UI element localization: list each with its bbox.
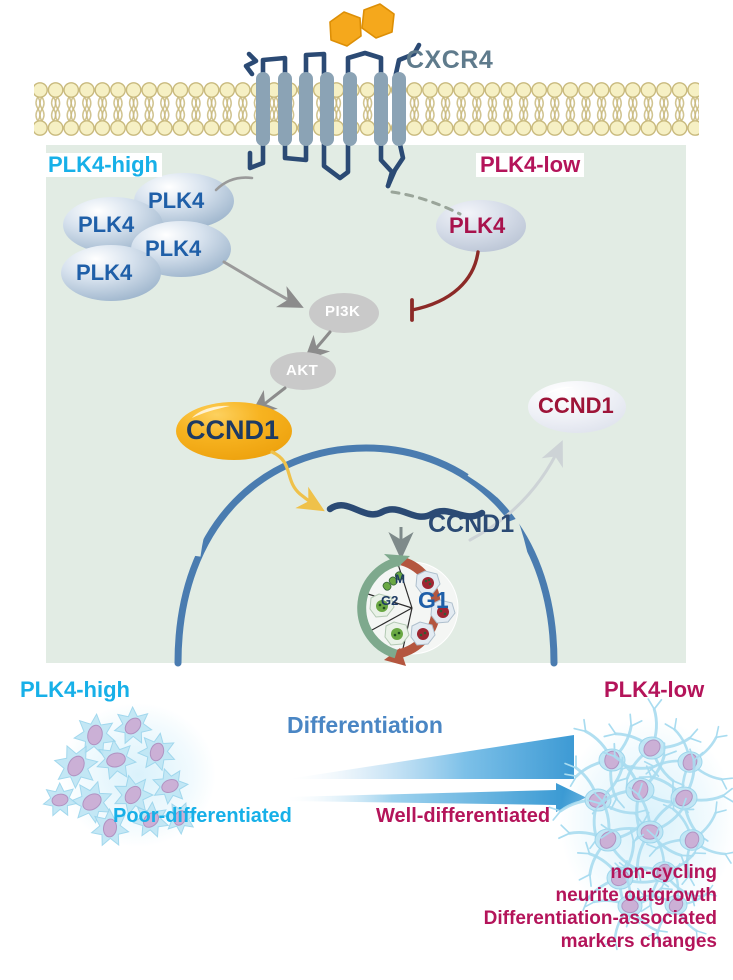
cellcycle-m-label: M — [395, 572, 405, 586]
plk4-low-label-bottom: PLK4-low — [604, 677, 705, 702]
plk4-low-oval-label: PLK4 — [449, 213, 506, 238]
cellcycle-g2-label: G2 — [381, 593, 399, 608]
receptor-to-plk4low-dashed — [390, 190, 462, 216]
cxcr4-label: CXCR4 — [406, 46, 494, 74]
ccnd1-active-label: CCND1 — [186, 415, 280, 445]
cellcycle-mini-cells — [369, 570, 456, 646]
plk4-oval-label-1: PLK4 — [148, 188, 205, 213]
cell-cycle-wheel — [357, 554, 459, 666]
well-differentiated-cells — [548, 698, 733, 951]
plk4-low-label-top: PLK4-low — [476, 153, 585, 177]
nucleus-to-ccnd1-inactive-arrow — [468, 440, 563, 542]
plk4-high-label-bottom: PLK4-high — [20, 677, 130, 702]
cellcycle-g1-label: G1 — [418, 587, 449, 613]
plk4-oval-label-4: PLK4 — [76, 260, 133, 285]
poor-differentiated-label: Poor-differentiated — [113, 805, 292, 827]
differentiation-label: Differentiation — [287, 712, 443, 738]
cxcl12-ligand — [329, 3, 395, 47]
cxcr4-receptor — [243, 3, 422, 189]
outcome-item-1: non-cycling — [610, 862, 717, 883]
ccnd1-active-node — [176, 402, 292, 460]
plk4-high-label-top: PLK4-high — [44, 153, 162, 177]
differentiation-wedge — [288, 735, 574, 779]
poorly-differentiated-cells — [42, 703, 216, 847]
plasma-membrane — [34, 78, 699, 140]
plk4-high-cluster — [61, 173, 234, 301]
outcome-item-3: Differentiation-associated — [483, 908, 717, 929]
plk4-oval-label-3: PLK4 — [145, 236, 202, 261]
ccnd1-inactive-node — [528, 381, 626, 433]
differentiation-arrow — [288, 783, 586, 812]
ccnd1-gene-label: CCND1 — [428, 510, 515, 538]
outcome-item-2: neurite outgrowth — [555, 885, 717, 906]
nuclear-pores — [191, 468, 530, 564]
plk4-oval-label-2: PLK4 — [78, 212, 135, 237]
ccnd1-inactive-label: CCND1 — [538, 393, 614, 418]
outcomes-list: non-cycling neurite outgrowth Differenti… — [333, 861, 717, 953]
akt-node — [270, 352, 336, 390]
dna-strand — [326, 502, 486, 520]
well-differentiated-label: Well-differentiated — [376, 805, 551, 827]
outcome-item-4: markers changes — [560, 931, 717, 952]
pi3k-label: PI3K — [325, 303, 361, 320]
nuclear-envelope — [174, 444, 558, 667]
plk4low-inhibits-pi3k — [410, 250, 480, 322]
akt-label: AKT — [286, 362, 319, 379]
ccnd1-into-nucleus-arrow — [270, 450, 325, 512]
plk4-to-pi3k-arrow — [222, 260, 304, 308]
pi3k-node — [309, 293, 379, 333]
receptor-to-plk4-line — [214, 176, 254, 192]
